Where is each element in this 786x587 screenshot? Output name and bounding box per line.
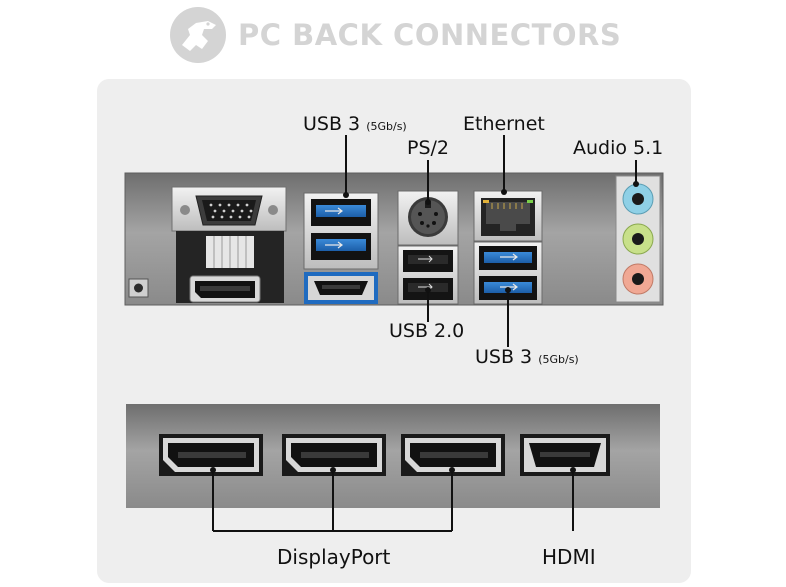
ps2-port <box>397 190 459 246</box>
label-hdmi: HDMI <box>542 545 596 569</box>
vga-port <box>171 186 287 232</box>
hdmi-port <box>520 434 610 476</box>
leader-dots-bottom <box>210 467 576 473</box>
label-usb3-top: USB 3 (5Gb/s) <box>303 113 407 135</box>
audio-jack-blue-icon <box>622 183 654 215</box>
audio-jacks <box>615 175 661 303</box>
displayport-small <box>189 275 261 303</box>
header: PC BACK CONNECTORS <box>168 4 621 66</box>
label-displayport: DisplayPort <box>277 545 391 569</box>
label-usb3-bottom-unit: (5Gb/s) <box>538 353 579 366</box>
leader-lines-top <box>345 135 637 347</box>
leader-lines-bottom <box>212 470 574 532</box>
leader-dots <box>343 181 639 293</box>
dinosaur-logo-icon <box>170 7 226 63</box>
label-usb3-top-unit: (5Gb/s) <box>366 120 407 133</box>
label-usb3-top-name: USB 3 <box>303 113 361 135</box>
label-ps2: PS/2 <box>407 137 450 159</box>
displayport-3 <box>401 434 505 476</box>
page-title: PC BACK CONNECTORS <box>238 18 622 52</box>
label-audio: Audio 5.1 <box>573 137 664 159</box>
bios-button-icon <box>128 278 149 298</box>
audio-jack-green-icon <box>622 223 654 255</box>
usb3-stack-left <box>303 192 379 270</box>
ethernet-port <box>473 190 543 242</box>
audio-jack-pink-icon <box>622 263 654 295</box>
label-usb3-bottom: USB 3 (5Gb/s) <box>475 346 579 368</box>
label-usb20: USB 2.0 <box>389 320 465 342</box>
label-usb3-bottom-name: USB 3 <box>475 346 533 368</box>
label-ethernet: Ethernet <box>463 113 545 135</box>
hdmi-port-small <box>304 272 378 304</box>
